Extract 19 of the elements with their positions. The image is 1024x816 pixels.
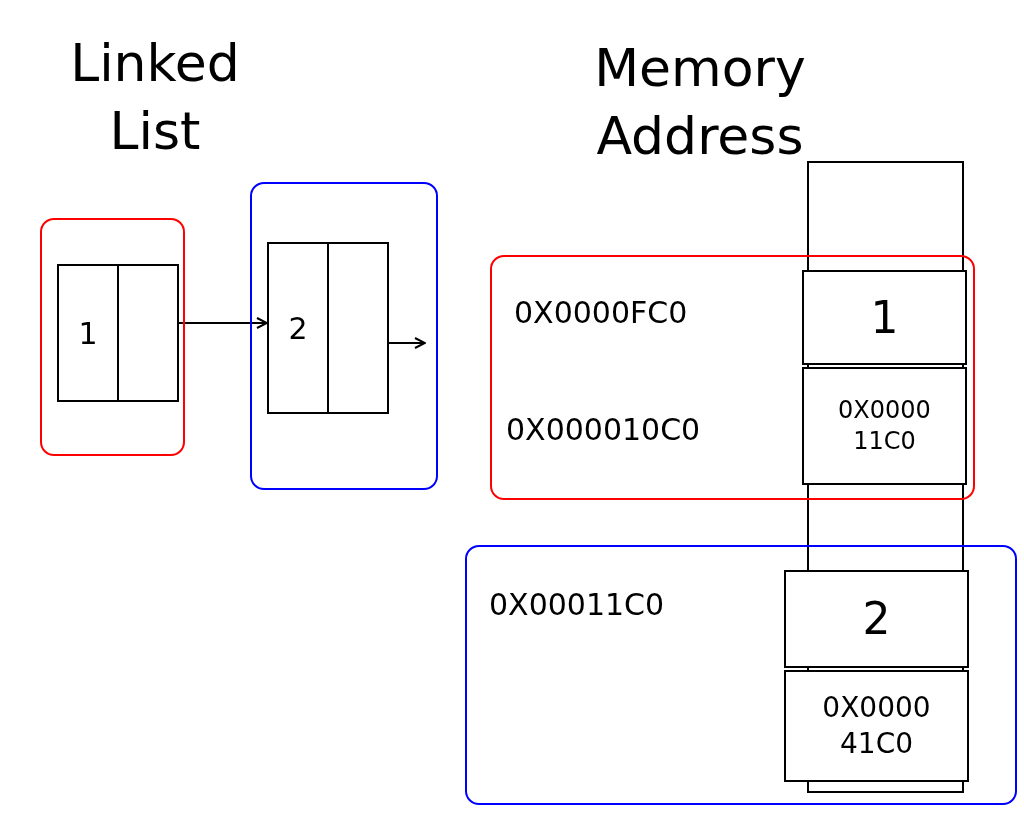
heading: Linked List <box>69 32 241 163</box>
heading: Memory Address <box>593 37 807 168</box>
memory-cell: 2 <box>784 570 969 668</box>
memory-region <box>465 545 1017 805</box>
node-value: 2 <box>269 244 329 412</box>
node-value: 1 <box>59 266 119 400</box>
memory-address: 0X00011C0 <box>489 587 665 622</box>
memory-cell: 0X0000 11C0 <box>802 367 967 485</box>
memory-region <box>490 255 975 500</box>
memory-address: 0X0000FC0 <box>514 295 688 330</box>
arrow <box>178 317 268 329</box>
linked-list-node <box>57 264 179 402</box>
list-node-group <box>250 182 438 490</box>
memory-address: 0X000010C0 <box>506 412 701 447</box>
linked-list-node <box>267 242 389 414</box>
arrow <box>388 337 426 349</box>
memory-cell: 1 <box>802 270 967 365</box>
memory-cell: 0X0000 41C0 <box>784 670 969 782</box>
list-node-group <box>40 218 185 456</box>
